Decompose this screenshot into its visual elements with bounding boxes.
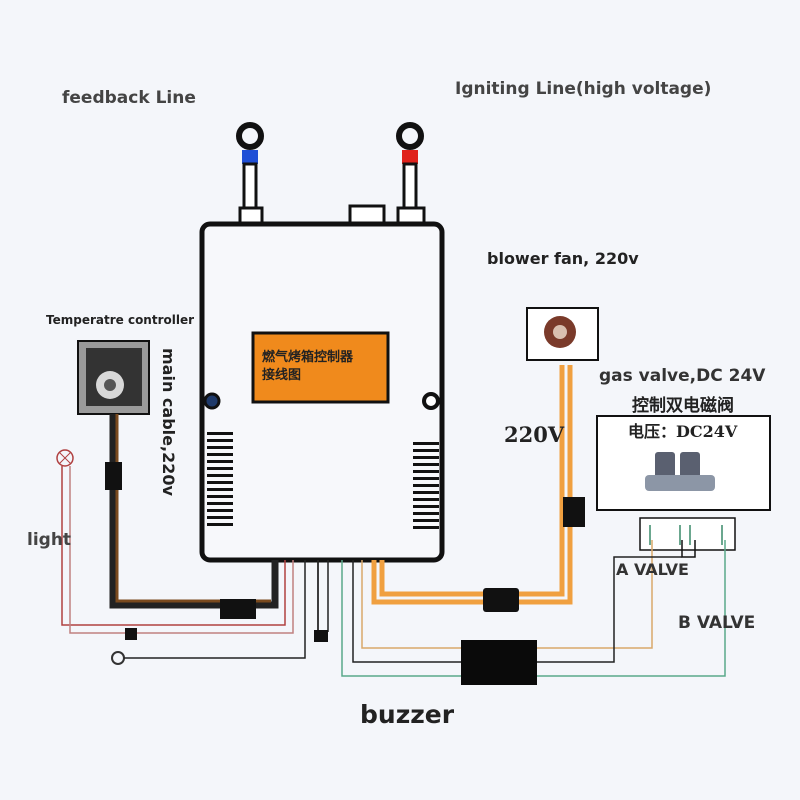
- b-valve-label: B VALVE: [678, 613, 756, 633]
- controller-title-line-2: 接线图: [262, 368, 302, 383]
- heat-sink-fin: [413, 519, 439, 522]
- blower-cable-clip: [563, 497, 585, 527]
- light-bulb-icon: [56, 449, 74, 467]
- heat-sink-fin: [207, 432, 233, 435]
- heat-sink-fin: [413, 477, 439, 480]
- heat-sink-fin: [207, 481, 233, 484]
- valve-terminal-block: [639, 517, 736, 551]
- heat-sink-fin: [207, 488, 233, 491]
- cable-clip: [105, 462, 122, 490]
- controller-label-box: [251, 331, 390, 404]
- heat-sink-fin: [207, 474, 233, 477]
- heat-sink-fin: [207, 453, 233, 456]
- top-tab: [348, 204, 386, 225]
- heat-sink-fin: [207, 460, 233, 463]
- heat-sink-fin: [413, 505, 439, 508]
- temperature-controller-label: Temperatre controller: [46, 313, 195, 327]
- heat-sink-fin: [207, 439, 233, 442]
- heat-sink-fin: [207, 495, 233, 498]
- heat-sink-fin: [413, 498, 439, 501]
- heat-sink-fin: [207, 446, 233, 449]
- heat-sink-fin: [207, 467, 233, 470]
- feedback-line-label: feedback Line: [62, 88, 196, 108]
- heat-sink-right: [413, 442, 439, 529]
- blower-cable: [371, 365, 573, 605]
- blower-fan-image: [526, 307, 599, 361]
- heat-sink-fin: [413, 512, 439, 515]
- heat-sink-fin: [413, 526, 439, 529]
- buzzer-label: buzzer: [360, 700, 455, 729]
- light-label: light: [27, 530, 72, 550]
- heat-sink-fin: [413, 470, 439, 473]
- ground-terminal: [111, 651, 125, 665]
- heat-sink-left: [207, 432, 233, 526]
- mount-hole-left: [203, 392, 221, 410]
- heat-sink-fin: [207, 523, 233, 526]
- gas-valve-label: gas valve,DC 24V: [599, 366, 766, 386]
- valve-terminals: [649, 525, 723, 545]
- feedback-electrode: [236, 122, 264, 225]
- controller-title-line-1: 燃气烤箱控制器: [262, 350, 354, 365]
- temperature-controller-image: [77, 340, 150, 415]
- blower-fan-label: blower fan, 220v: [487, 249, 639, 268]
- buzzer-block: [461, 640, 537, 685]
- igniting-line-label: Igniting Line(high voltage): [455, 79, 712, 99]
- blower-connector: [483, 588, 519, 612]
- heat-sink-fin: [413, 449, 439, 452]
- heat-sink-fin: [413, 442, 439, 445]
- gas-valve-cn-label: 控制双电磁阀: [632, 396, 734, 416]
- gas-valve-voltage-label: 电压：DC24V: [628, 422, 738, 441]
- heat-sink-fin: [207, 502, 233, 505]
- cable-connector: [220, 599, 256, 619]
- heat-sink-fin: [207, 516, 233, 519]
- gas-valve-image: [645, 452, 715, 491]
- mount-hole-right: [422, 392, 440, 410]
- heat-sink-fin: [413, 456, 439, 459]
- main-cable: [109, 414, 279, 609]
- small-buzzer-terminal: [314, 630, 328, 642]
- heat-sink-fin: [207, 509, 233, 512]
- igniting-electrode: [396, 122, 426, 225]
- main-cable-label: main cable,220v: [159, 348, 178, 496]
- heat-sink-fin: [413, 491, 439, 494]
- light-connector: [125, 628, 137, 640]
- a-valve-label: A VALVE: [616, 560, 689, 579]
- heat-sink-fin: [413, 463, 439, 466]
- heat-sink-fin: [413, 484, 439, 487]
- blower-voltage-label: 220V: [504, 422, 565, 447]
